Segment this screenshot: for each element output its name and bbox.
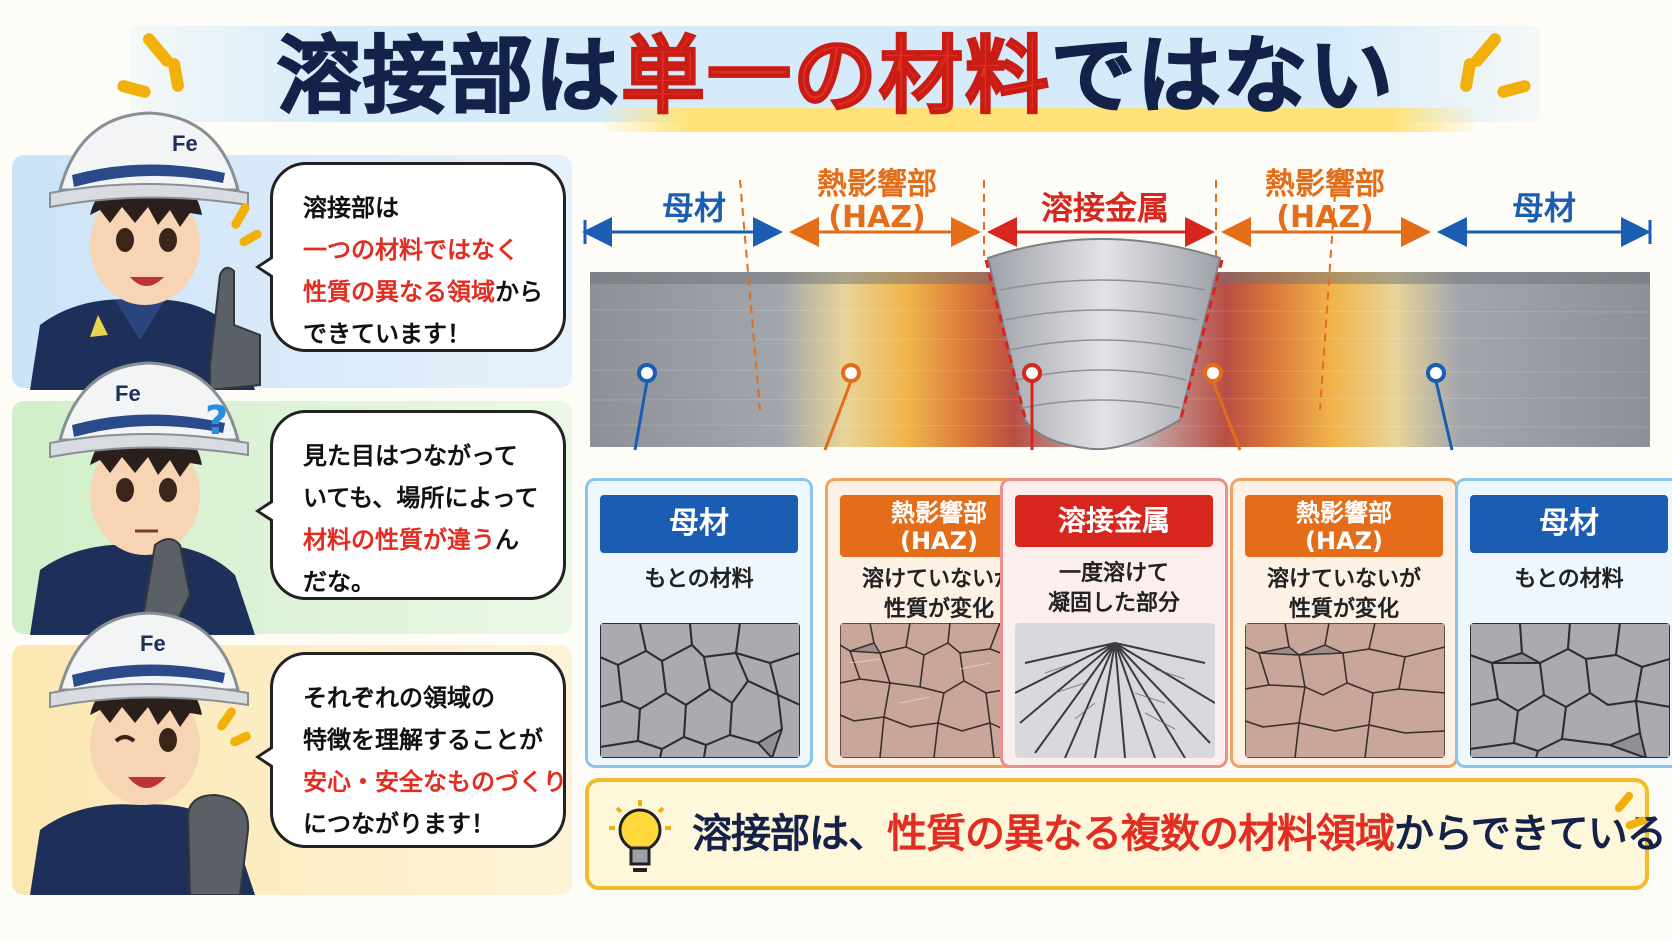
summary-box — [585, 778, 1649, 890]
card-base-left-desc: もとの材料 — [644, 567, 754, 592]
bubble-1-line-2: 一つの材料ではなく — [303, 236, 519, 264]
speech-bubble-2: 見た目はつながって いても、場所によって 材料の性質が違うん だな。 — [255, 410, 566, 600]
card-haz-right-desc-1: 溶けていないが — [1266, 567, 1421, 592]
bubble-1-line-3-after: から — [495, 278, 543, 306]
svg-text:Fe: Fe — [140, 631, 166, 656]
title-highlight — [600, 108, 1480, 132]
bubble-2-line-3-after: ん — [495, 526, 519, 554]
card-base-left: 母材 もとの材料 — [585, 478, 813, 768]
bubble-2-line-3-red: 材料の性質が違う — [303, 526, 495, 554]
speech-bubble-1: 溶接部は 一つの材料ではなく 性質の異なる領域から できています！ — [255, 162, 566, 352]
card-weld-desc-2: 凝固した部分 — [1047, 591, 1180, 616]
card-weld: 溶接金属 一度溶けて凝固した部分 — [1000, 478, 1228, 768]
bubble-3-line-4: につながります！ — [303, 810, 495, 838]
card-haz-left-desc-1: 溶けていないが — [861, 567, 1016, 592]
card-haz-left-title-1: 熱影響部 — [891, 499, 987, 527]
bubble-3-line-2: 特徴を理解することが — [303, 726, 543, 754]
summary-text: 溶接部は、性質の異なる複数の材料領域からできている — [692, 808, 1667, 860]
bubble-3-line-1: それぞれの領域の — [303, 684, 495, 712]
microstructure-grain-image-right — [1470, 623, 1670, 758]
bubble-1-line-3-red: 性質の異なる領域 — [303, 278, 495, 306]
card-haz-right-title-1: 熱影響部 — [1296, 499, 1392, 527]
card-haz-right-desc-2: 性質が変化 — [1288, 597, 1399, 622]
weld-cross-section — [582, 180, 1652, 451]
microstructure-weld-image — [1015, 623, 1215, 758]
question-mark-icon: ? — [205, 398, 229, 444]
svg-text:Fe: Fe — [115, 381, 141, 406]
worker-thinking-icon: Fe — [30, 361, 255, 635]
zone-label-haz-left-1: 熱影響部 — [817, 167, 937, 202]
card-haz-left-desc: 溶けていないが性質が変化 — [828, 565, 1050, 625]
card-weld-desc: 一度溶けて凝固した部分 — [1003, 559, 1225, 619]
card-base-right: 母材 もとの材料 — [1455, 478, 1672, 768]
bubble-3-line-3: 安心・安全なものづくり — [303, 768, 567, 796]
title-part-1: 溶接部は — [276, 26, 621, 126]
bubble-2-line-2: いても、場所によって — [303, 484, 539, 512]
card-haz-right-title-2: (HAZ) — [1305, 527, 1383, 555]
summary-part-3: からできている — [1394, 811, 1667, 857]
summary-part-2: 性質の異なる複数の材料領域 — [887, 811, 1395, 857]
card-weld-desc-1: 一度溶けて — [1058, 561, 1169, 586]
lightbulb-icon — [609, 800, 671, 872]
card-weld-title: 溶接金属 — [1015, 495, 1213, 547]
worker-fist-icon: Fe — [30, 611, 255, 895]
microstructure-grain-image — [600, 623, 800, 758]
bubble-2-line-4: だな。 — [303, 568, 375, 596]
card-haz-right-desc: 溶けていないが性質が変化 — [1233, 565, 1455, 625]
card-haz-right-title: 熱影響部(HAZ) — [1245, 495, 1443, 557]
bubble-2-line-1: 見た目はつながって — [303, 442, 518, 470]
card-base-right-title: 母材 — [1470, 495, 1668, 553]
card-haz-right: 熱影響部(HAZ) 溶けていないが性質が変化 — [1230, 478, 1458, 768]
microstructure-haz-image-right — [1245, 623, 1445, 758]
page-title: 溶接部は単一の材料ではない — [0, 16, 1672, 136]
card-base-left-title: 母材 — [600, 495, 798, 553]
helmet-label: Fe — [172, 131, 198, 156]
worker-pointing-icon: Fe — [30, 111, 261, 390]
summary-part-1: 溶接部は、 — [692, 811, 888, 857]
zone-label-haz-right-1: 熱影響部 — [1265, 167, 1385, 202]
card-haz-left-title-2: (HAZ) — [900, 527, 978, 555]
card-haz-left-desc-2: 性質が変化 — [883, 597, 994, 622]
speech-bubble-3: それぞれの領域の 特徴を理解することが 安心・安全なものづくり につながります！ — [255, 652, 567, 848]
title-band — [130, 26, 1540, 122]
bubble-1-line-4: できています！ — [303, 320, 471, 348]
card-base-right-desc: もとの材料 — [1514, 567, 1624, 592]
title-part-2: 単一の材料 — [620, 26, 1051, 126]
bubble-1-line-1: 溶接部は — [303, 194, 399, 222]
title-part-3: ではない — [1050, 26, 1396, 126]
